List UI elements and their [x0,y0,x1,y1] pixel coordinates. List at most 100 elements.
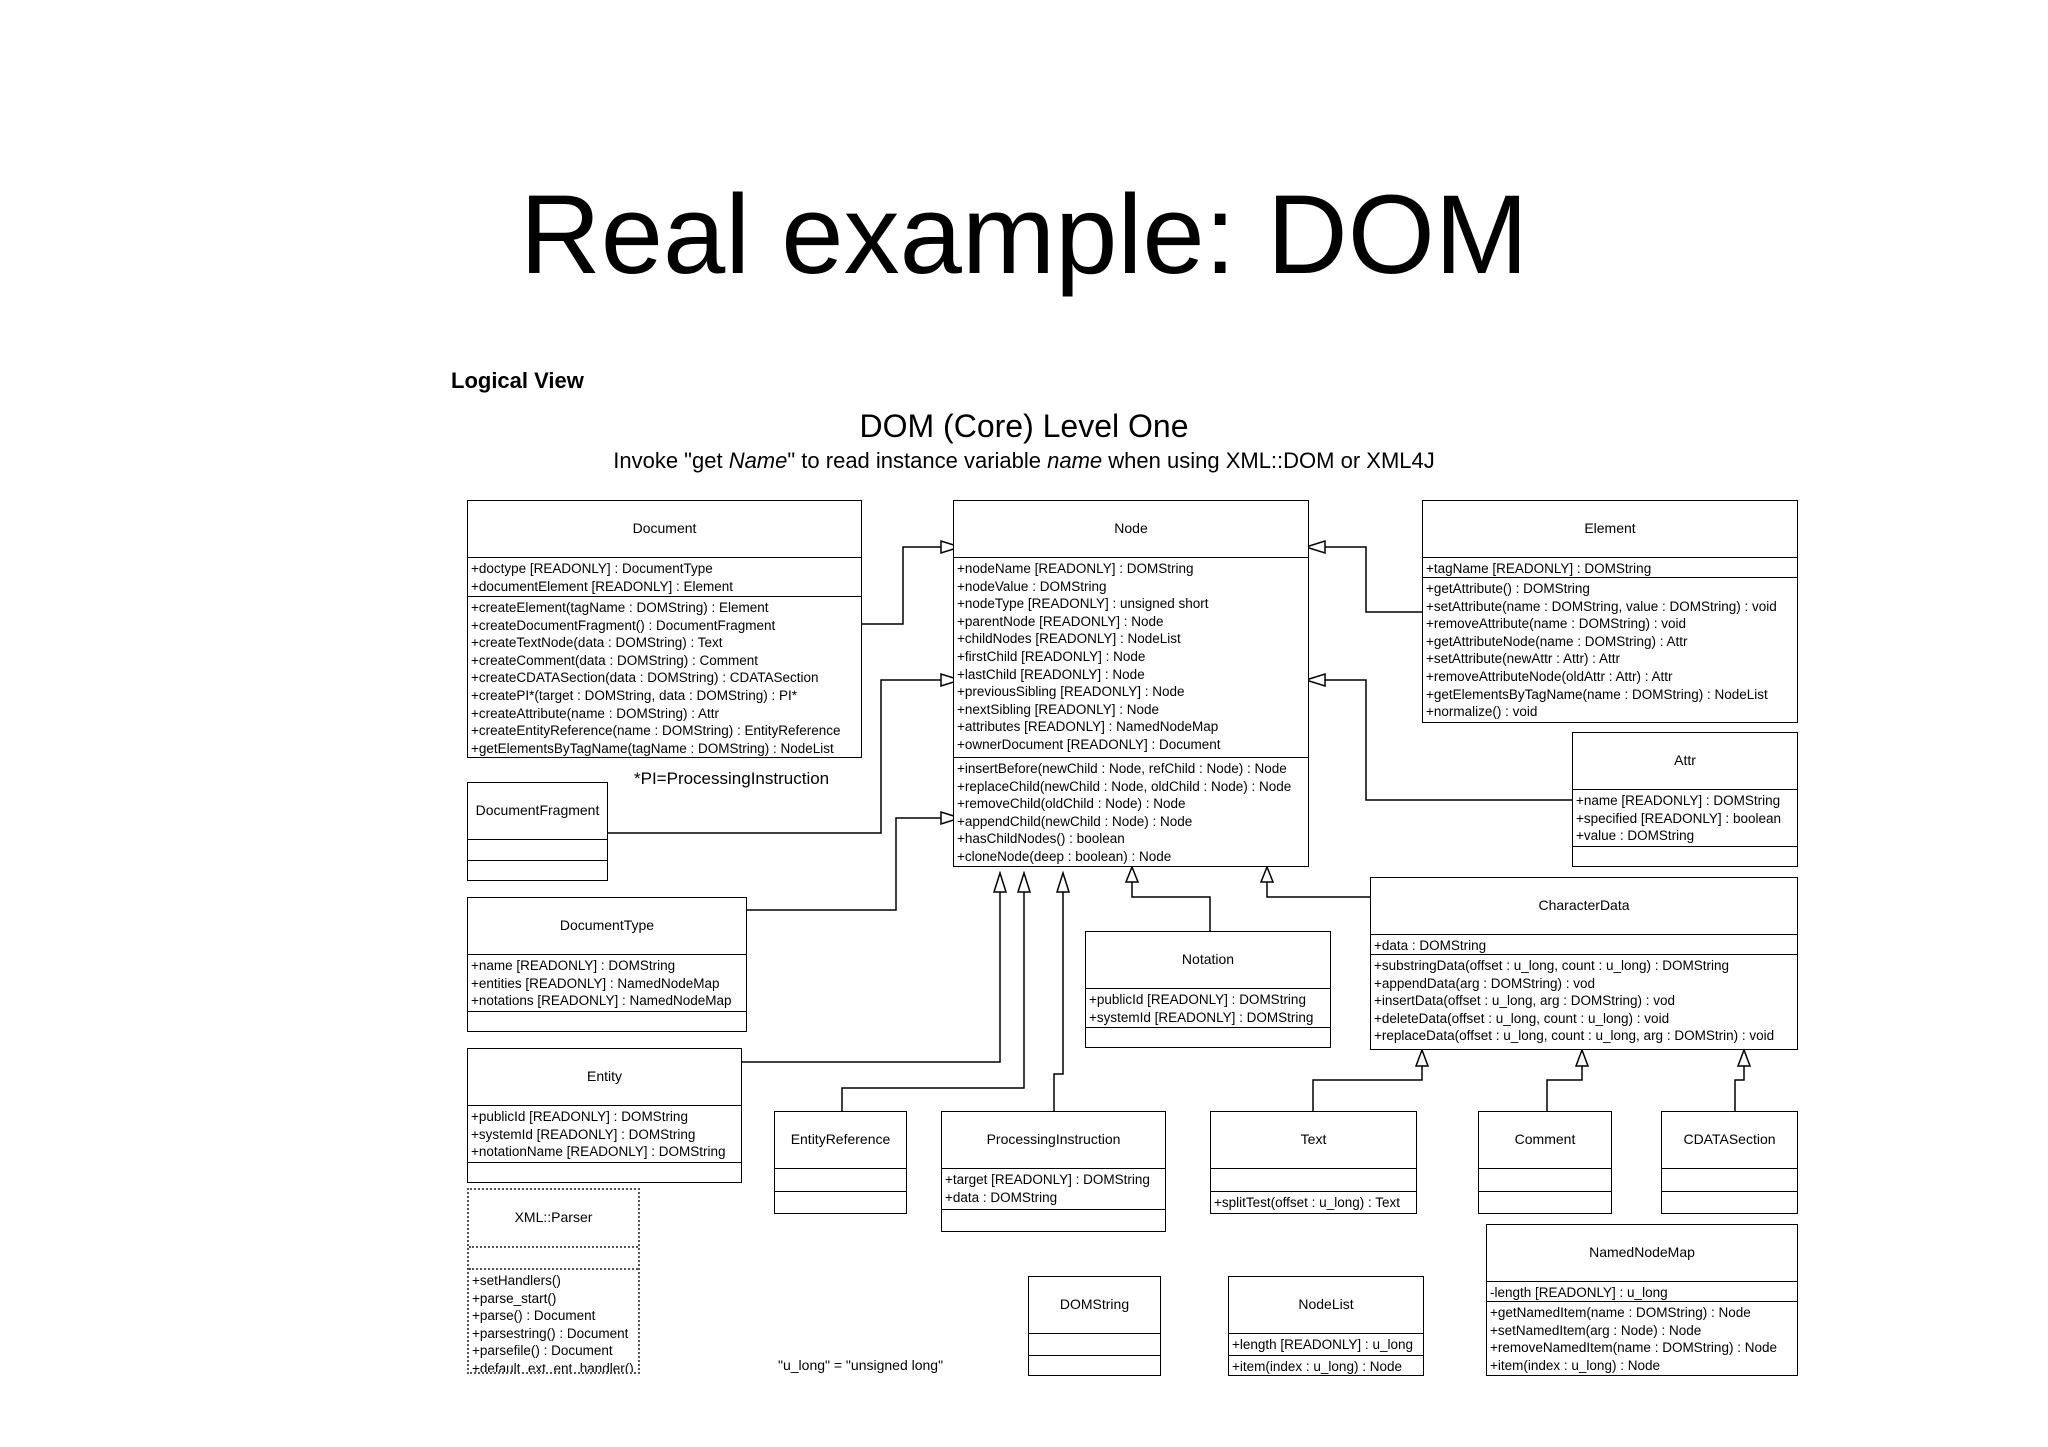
slide-title: Real example: DOM [519,172,1529,297]
member-line: +data : DOMString [945,1189,1058,1205]
attributes-compartment [1029,1333,1160,1355]
class-name: DOMString [1059,1296,1130,1313]
member-line: +setAttribute(newAttr : Attr) : Attr [1426,651,1620,667]
member-line: +attributes [READONLY] : NamedNodeMap [957,719,1219,735]
attr-generalization [1325,679,1578,801]
member-line: +previousSibling [READONLY] : Node [957,684,1185,700]
member-line: +replaceData(offset : u_long, count : u_… [1374,1028,1775,1044]
documentfragment-generalization [608,679,941,834]
member-line: +default_ext_ent_handler() [472,1360,634,1374]
class-name: Element [1584,520,1636,537]
member-line: +insertBefore(newChild : Node, refChild … [957,761,1287,776]
member-line: +parse_start() [472,1290,557,1306]
member-line: +systemId [READONLY] : DOMString [471,1126,696,1142]
class-attr: Attr +name [READONLY] : DOMString+specif… [1572,732,1798,867]
diagram-subtitle: Invoke "get Name" to read instance varia… [613,448,1435,473]
notation-generalization [1131,882,1211,931]
class-name: CDATASection [1683,1131,1776,1148]
operations-compartment: +createElement(tagName : DOMString) : El… [468,596,861,757]
member-line: +replaceChild(newChild : Node, oldChild … [957,778,1292,794]
attributes-compartment [1662,1168,1797,1191]
attributes-compartment [1479,1168,1611,1191]
attributes-compartment: +publicId [READONLY] : DOMString +systemI… [468,1105,741,1162]
member-line: +publicId [READONLY] : DOMString [471,1109,688,1124]
member-line: +name [READONLY] : DOMString [471,958,676,973]
member-line: +setNamedItem(arg : Node) : Node [1490,1322,1702,1338]
class-name: Attr [1674,752,1696,769]
member-line: +target [READONLY] : DOMString [945,1172,1150,1187]
attributes-compartment: +length [READONLY] : u_long [1229,1333,1423,1355]
member-line: +substringData(offset : u_long, count : … [1374,958,1730,973]
member-line: +hasChildNodes() : boolean [957,831,1125,847]
member-line: +getAttributeNode(name : DOMString) : At… [1426,633,1688,649]
member-line: +nodeValue : DOMString [957,578,1107,594]
comment-generalization [1546,1066,1583,1111]
attributes-compartment: +doctype [READONLY] : DocumentType+docum… [468,557,861,596]
member-line: +createTextNode(data : DOMString) : Text [471,635,723,651]
member-line: +createElement(tagName : DOMString) : El… [471,600,769,615]
inheritance-arrowhead [1303,672,1326,688]
class-name: ProcessingInstruction [986,1131,1121,1148]
class-text: Text +splitTest(offset : u_long) : Text [1210,1111,1417,1214]
member-line: +parse() : Document [472,1308,596,1324]
member-line: +deleteData(offset : u_long, count : u_l… [1374,1010,1670,1026]
member-line: +lastChild [READONLY] : Node [957,666,1145,682]
attributes-compartment: +name [READONLY] : DOMString +entities [R… [468,954,746,1011]
operations-compartment: +getAttribute() : DOMString+setAttribute… [1423,577,1797,722]
class-name: Notation [1181,951,1235,968]
operations-compartment [1479,1191,1611,1213]
class-name: XML::Parser [514,1209,593,1226]
inheritance-arrowhead [940,810,963,826]
member-line: +documentElement [READONLY] : Element [471,578,733,594]
view-label: Logical View [451,368,584,393]
attributes-compartment: +tagName [READONLY] : DOMString [1423,557,1797,577]
member-line: +parsestring() : Document [472,1325,629,1341]
attributes-compartment: +target [READONLY] : DOMString +data : DO… [942,1168,1165,1209]
member-line: +nodeName [READONLY] : DOMString [957,561,1194,576]
class-documenttype: DocumentType +name [READONLY] : DOMStrin… [467,897,747,1032]
class-name: DocumentType [559,917,655,934]
operations-compartment: +splitTest(offset : u_long) : Text [1211,1191,1416,1213]
member-line: +nodeType [READONLY] : unsigned short [957,596,1209,612]
attributes-compartment [1211,1168,1416,1191]
operations-compartment: +substringData(offset : u_long, count : … [1371,954,1797,1049]
member-line: +item(index : u_long) : Node [1490,1357,1660,1373]
attributes-compartment: -length [READONLY] : u_long [1487,1281,1797,1301]
text-generalization [1312,1066,1423,1111]
diagram-title: DOM (Core) Level One [859,408,1189,444]
class-domstring: DOMString [1028,1276,1161,1376]
member-line: +createAttribute(name : DOMString) : Att… [471,705,719,721]
class-name: Text [1300,1131,1327,1148]
class-namednodemap: NamedNodeMap -length [READONLY] : u_long… [1486,1224,1798,1376]
member-line: +getNamedItem(name : DOMString) : Node [1490,1305,1751,1320]
member-line: +createPI*(target : DOMString, data : DO… [471,687,797,703]
class-name: Entity [586,1068,622,1085]
class-notation: Notation +publicId [READONLY] : DOMStrin… [1085,931,1331,1048]
member-line: +removeAttributeNode(oldAttr : Attr) : A… [1426,668,1673,684]
member-line: +data : DOMString [1374,938,1487,953]
class-nodelist: NodeList +length [READONLY] : u_long +it… [1228,1276,1424,1376]
member-line: +name [READONLY] : DOMString [1576,793,1781,808]
member-line: +item(index : u_long) : Node [1232,1359,1402,1374]
attributes-compartment [469,1246,638,1268]
member-line: +ownerDocument [READONLY] : Document [957,736,1221,752]
class-comment: Comment [1478,1111,1612,1214]
member-line: +removeChild(oldChild : Node) : Node [957,796,1186,812]
class-name: NamedNodeMap [1589,1244,1695,1261]
member-line: +entities [READONLY] : NamedNodeMap [471,975,720,991]
operations-compartment [1573,846,1797,866]
operations-compartment [1662,1191,1797,1213]
attributes-compartment: +name [READONLY] : DOMString+specified [… [1573,789,1797,846]
inheritance-arrowhead [992,870,1008,893]
documenttype-generalization [746,817,941,911]
member-line: +appendChild(newChild : Node) : Node [957,813,1193,829]
class-characterdata: CharacterData +data : DOMString +substri… [1370,877,1798,1050]
inheritance-arrowhead [940,539,963,555]
inheritance-arrowhead [1259,864,1275,883]
cdatasection-generalization [1734,1066,1745,1111]
inheritance-arrowhead [1124,864,1140,883]
member-line: +firstChild [READONLY] : Node [957,648,1146,664]
member-line: -length [READONLY] : u_long [1490,1285,1668,1300]
member-line: +setAttribute(name : DOMString, value : … [1426,598,1777,614]
